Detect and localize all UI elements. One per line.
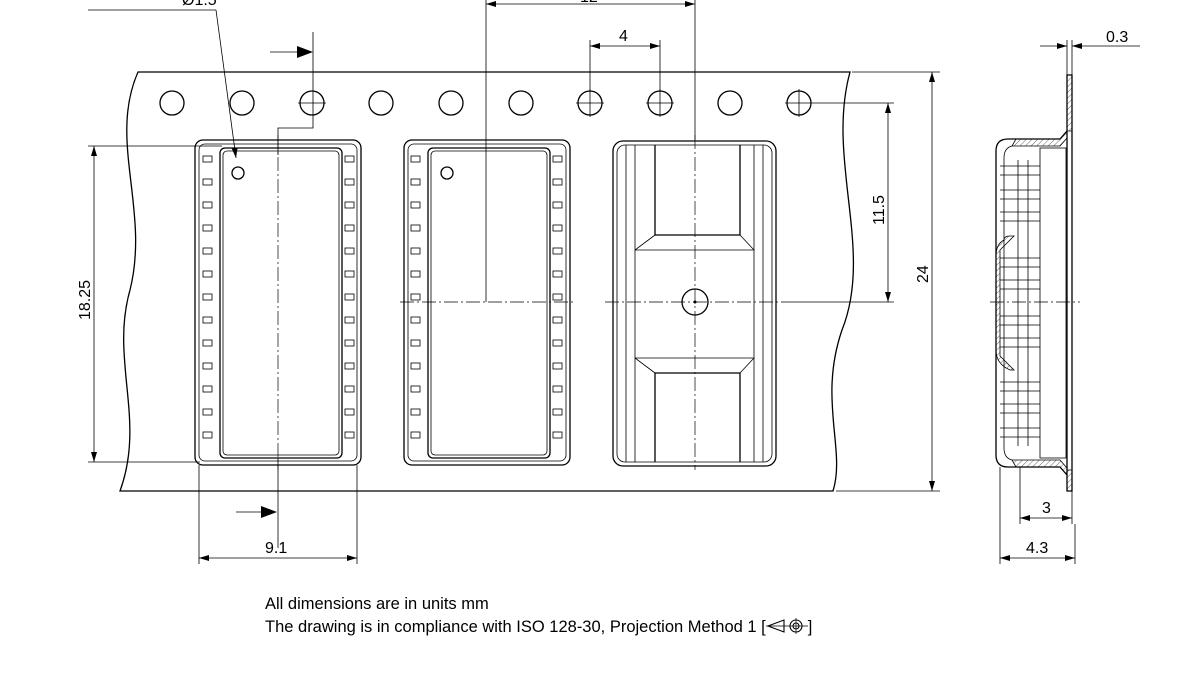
dimension-pocket-pitch: 12: [485, 0, 696, 302]
dimension-sprocket-pitch-label: 4: [619, 28, 628, 45]
first-angle-projection-icon: [765, 618, 808, 634]
dimension-hole-diameter: Ø1.5: [88, 0, 238, 159]
dimension-overall-thickness-label: 4.3: [1026, 540, 1048, 557]
dimension-tape-thickness: 0.3: [1040, 29, 1140, 75]
dimension-overall-thickness: 4.3: [999, 467, 1076, 564]
dimension-pocket-length-label: 18.25: [77, 280, 94, 320]
pocket-2: [403, 139, 571, 466]
dimension-tape-width: 24: [836, 71, 940, 492]
standard-note: The drawing is in compliance with ISO 12…: [265, 616, 812, 639]
ic-leads-left: [202, 155, 213, 439]
standard-note-close: ]: [807, 618, 813, 636]
dimension-pocket-depth-label: 3: [1042, 500, 1051, 517]
dimension-pocket-depth: 3: [1019, 467, 1073, 524]
pocket-1: [194, 135, 362, 470]
tape-outline: [119, 71, 854, 492]
dimension-hole-to-center-label: 11.5: [871, 195, 888, 225]
units-note: All dimensions are in units mm: [265, 595, 489, 613]
dimension-tape-width-label: 24: [915, 265, 932, 283]
dimension-pocket-width-label: 9.1: [265, 540, 287, 557]
standard-note-text: The drawing is in compliance with ISO 12…: [265, 618, 766, 636]
dimension-pocket-length: 18.25: [77, 145, 222, 463]
dimension-sprocket-pitch: 4: [589, 28, 661, 91]
side-view-section: [990, 74, 1080, 492]
sprocket-holes: [159, 90, 812, 116]
dimension-hole-diameter-label: Ø1.5: [182, 0, 217, 9]
drawing-notes: All dimensions are in units mm The drawi…: [265, 593, 812, 639]
pocket-3-empty: [612, 140, 777, 467]
section-cut-marker: [236, 32, 314, 548]
side-view-leads: [1000, 160, 1040, 446]
ic-leads-right: [344, 155, 355, 439]
dimension-pocket-pitch-label: 12: [580, 0, 598, 6]
dimension-tape-thickness-label: 0.3: [1106, 29, 1128, 46]
dimension-hole-to-center: 11.5: [790, 102, 894, 303]
dimension-pocket-width: 9.1: [198, 465, 358, 564]
